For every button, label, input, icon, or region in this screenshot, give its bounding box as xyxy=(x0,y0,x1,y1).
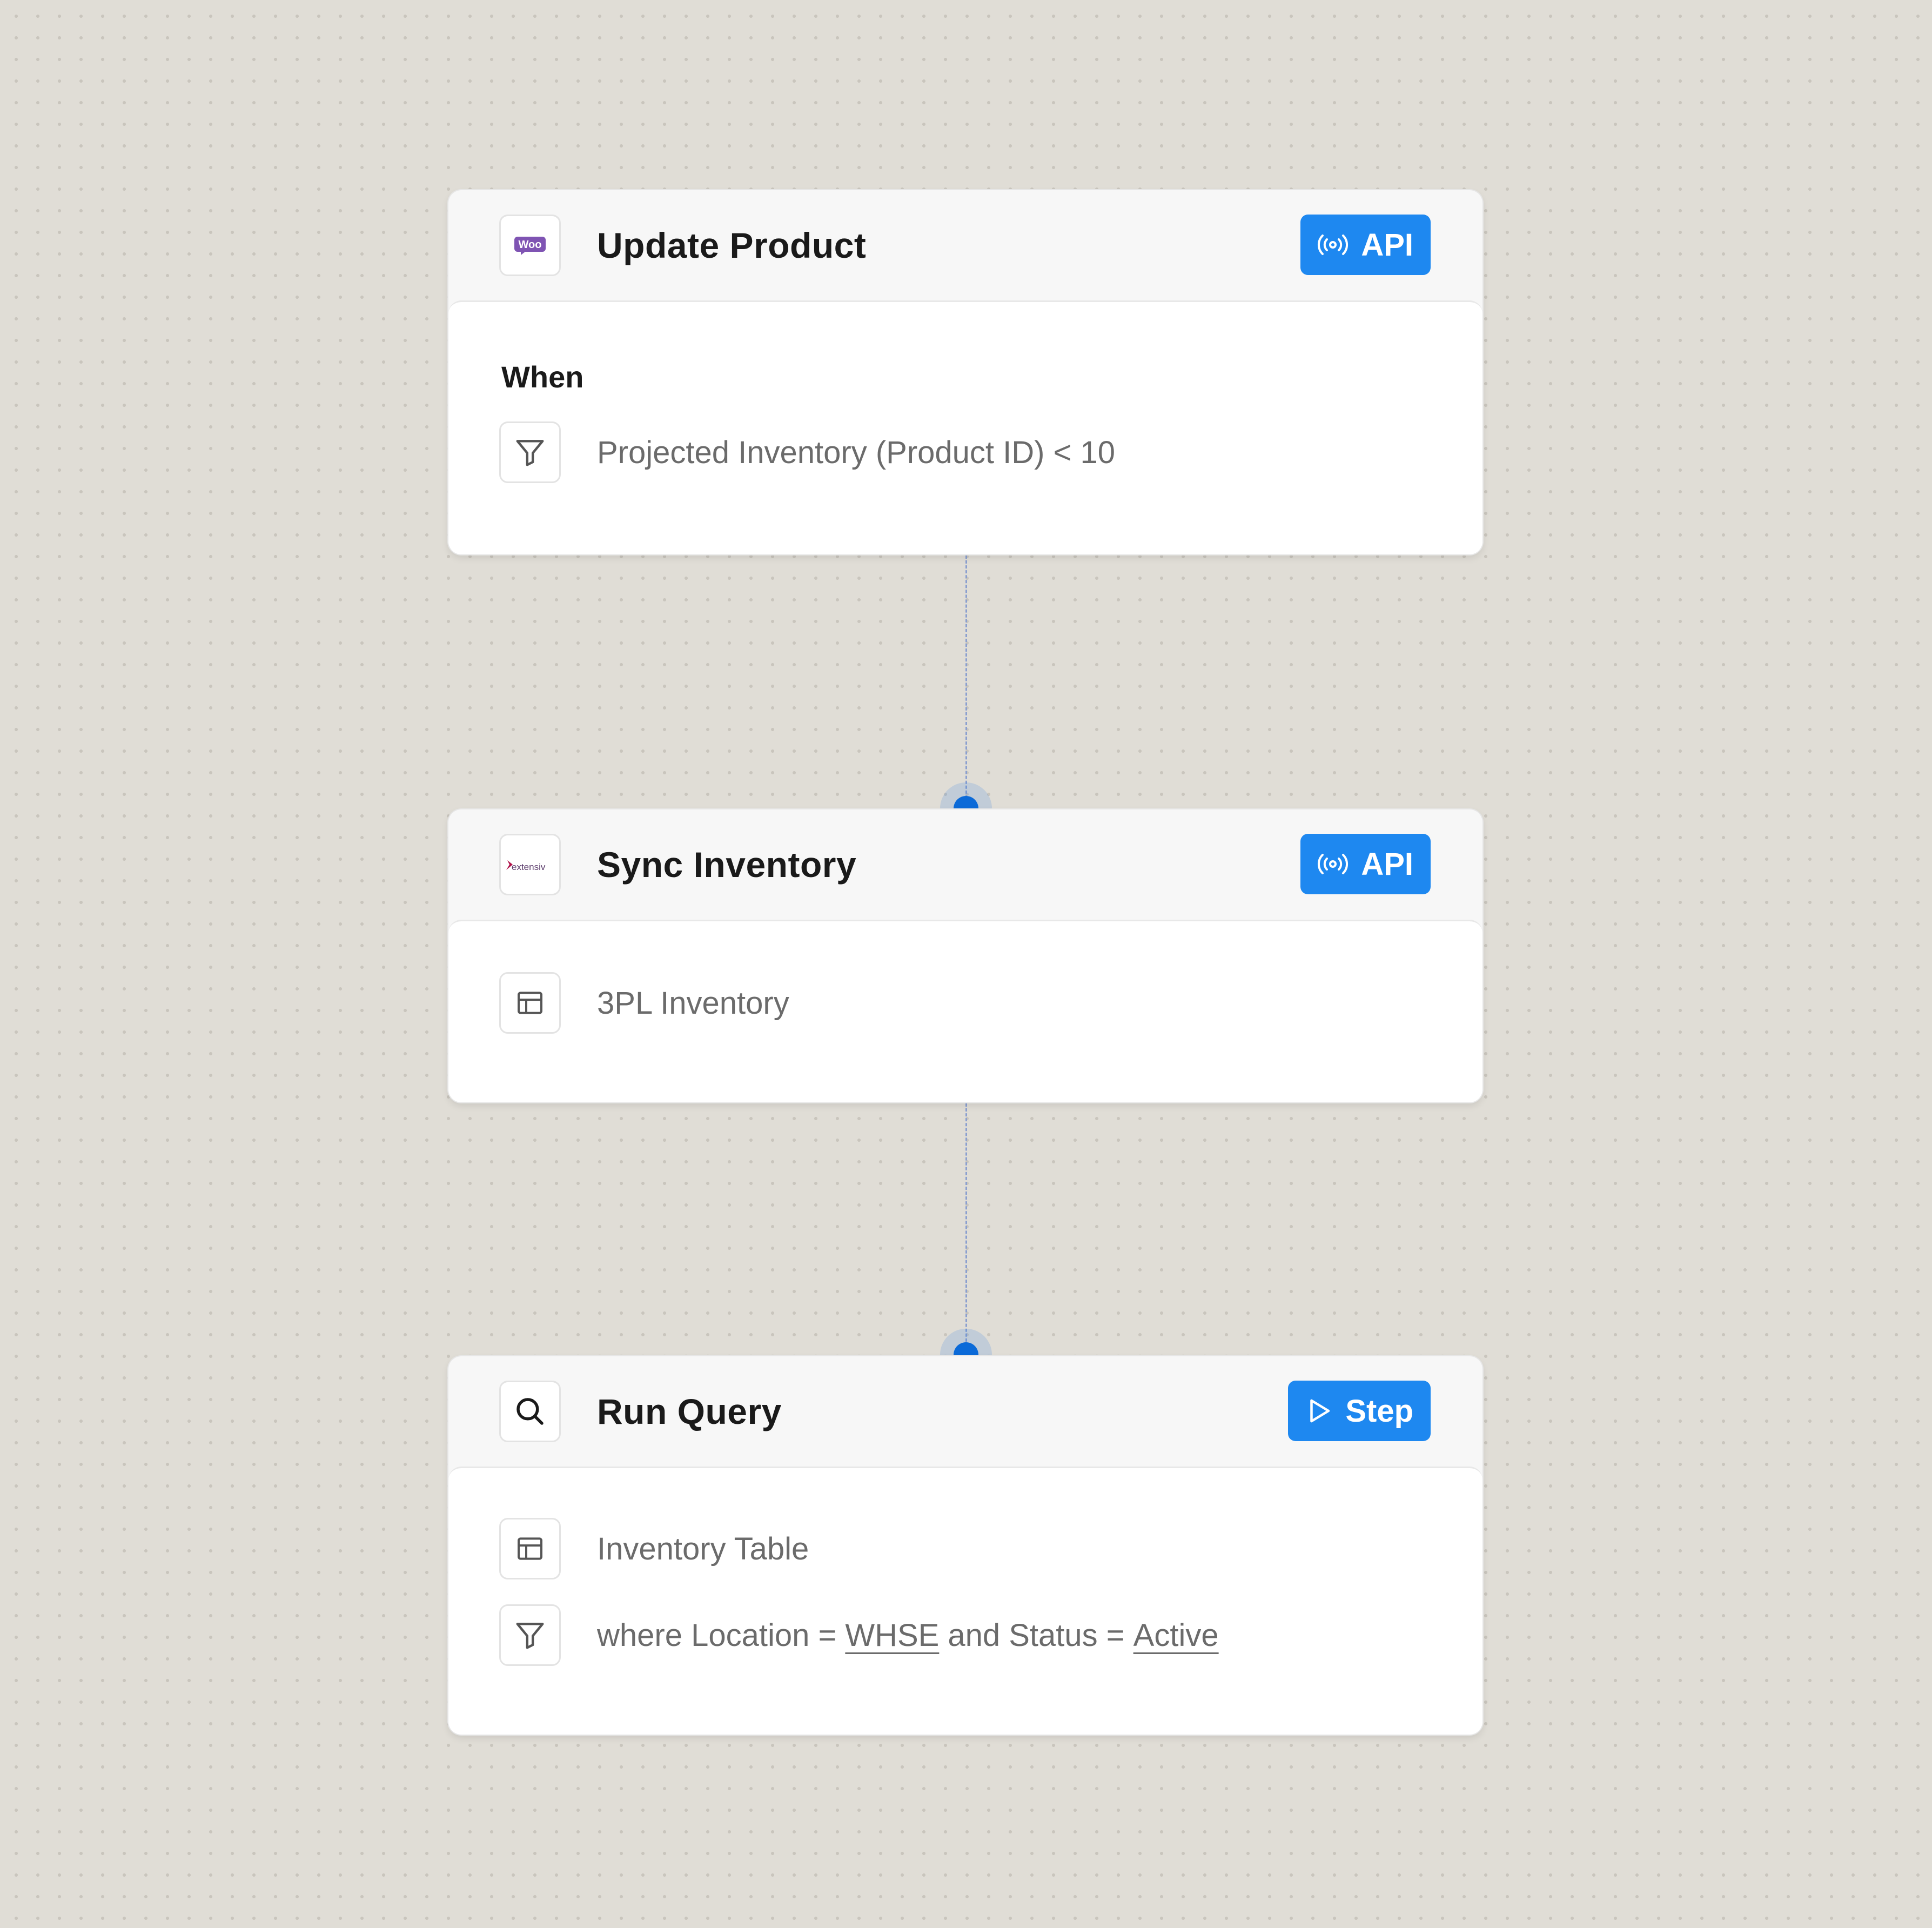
workflow-step-card[interactable]: Run Query Step Inventory Table xyxy=(448,1356,1482,1735)
card-title: Run Query xyxy=(597,1391,782,1431)
search-icon xyxy=(516,1398,544,1425)
badge-label: Step xyxy=(1345,1393,1413,1429)
play-icon xyxy=(1310,1399,1330,1423)
table-icon xyxy=(518,1537,542,1560)
woocommerce-logo-text: Woo xyxy=(519,239,542,251)
step-badge-button[interactable]: Step xyxy=(1288,1381,1431,1441)
badge-label: API xyxy=(1361,227,1413,263)
filter-icon xyxy=(516,440,544,466)
badge-label: API xyxy=(1361,846,1413,882)
extensiv-logo: extensiv xyxy=(499,834,561,895)
where-clause: where Location = WHSE and Status = Activ… xyxy=(597,1604,1219,1666)
api-badge-button[interactable]: API xyxy=(1300,834,1431,894)
filter-icon-box xyxy=(499,421,561,483)
status-value-link[interactable]: Active xyxy=(1133,1617,1219,1653)
workflow-step-card[interactable]: extensiv Sync Inventory API xyxy=(448,809,1482,1102)
workflow-step-card[interactable]: Woo Update Product API When xyxy=(448,190,1482,554)
connector-line xyxy=(965,555,967,808)
condition-text[interactable]: Projected Inventory (Product ID) < 10 xyxy=(597,434,1116,470)
where-middle-text: and Status = xyxy=(948,1617,1125,1653)
card-header: Woo Update Product API xyxy=(448,190,1482,300)
data-source-text[interactable]: 3PL Inventory xyxy=(597,985,789,1021)
card-header: extensiv Sync Inventory API xyxy=(448,809,1482,920)
connector-line xyxy=(965,1103,967,1356)
card-title: Sync Inventory xyxy=(597,845,857,885)
api-badge-button[interactable]: API xyxy=(1300,215,1431,275)
search-icon-box xyxy=(499,1381,561,1442)
table-icon xyxy=(518,992,542,1014)
card-title: Update Product xyxy=(597,225,867,265)
extensiv-logo-text: extensiv xyxy=(512,862,546,872)
card-header: Run Query Step xyxy=(448,1356,1482,1467)
filter-icon xyxy=(516,1623,544,1649)
table-name-text[interactable]: Inventory Table xyxy=(597,1531,809,1566)
card-body: 3PL Inventory xyxy=(448,920,1482,1102)
woocommerce-logo: Woo xyxy=(499,215,561,276)
card-body: When Projected Inventory (Product ID) < … xyxy=(448,300,1482,554)
card-body: Inventory Table where Location = WHSE an… xyxy=(448,1467,1482,1735)
where-prefix-text: where Location = xyxy=(597,1617,837,1653)
location-value-link[interactable]: WHSE xyxy=(845,1617,940,1653)
broadcast-icon xyxy=(1318,854,1349,874)
table-icon-box xyxy=(499,1518,561,1579)
filter-icon-box xyxy=(499,1604,561,1666)
broadcast-icon xyxy=(1318,235,1349,255)
section-label-when: When xyxy=(501,360,584,394)
table-icon-box xyxy=(499,972,561,1034)
